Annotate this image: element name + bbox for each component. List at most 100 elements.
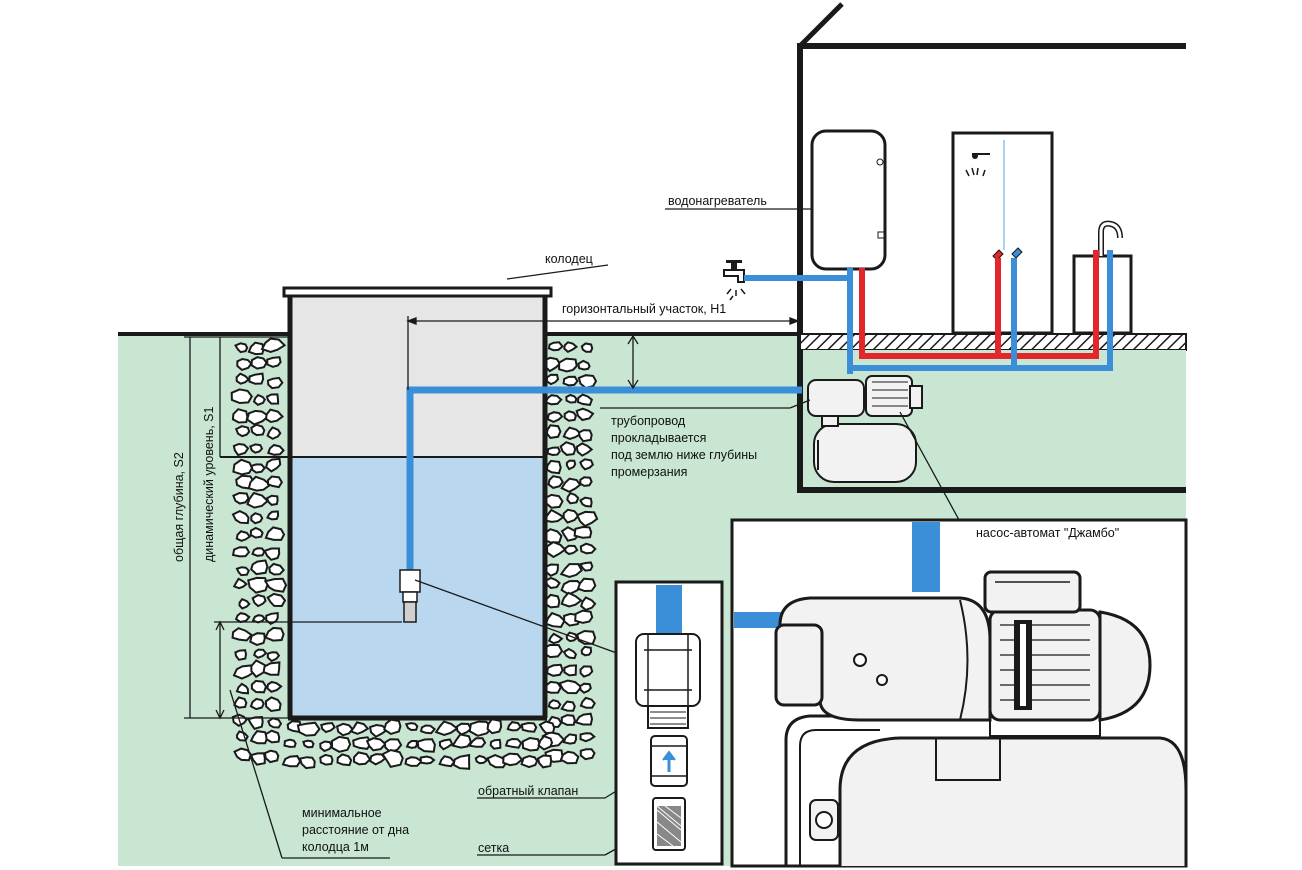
gravel-stone	[537, 735, 554, 751]
gravel-stone	[560, 579, 585, 596]
pipeline-label-line2: прокладывается	[611, 431, 706, 445]
valve-inset	[614, 580, 724, 866]
gravel-stone	[520, 721, 538, 733]
gravel-stone	[260, 337, 287, 353]
gravel-stone	[232, 442, 250, 457]
gravel-stone	[369, 753, 387, 766]
pump-inset	[730, 518, 1188, 868]
water-heater	[810, 129, 887, 271]
gravel-stone	[419, 724, 437, 735]
gravel-stone	[381, 748, 404, 769]
intake-check-valve-icon	[399, 569, 421, 623]
gravel-stone	[474, 754, 489, 765]
well-air-zone	[290, 295, 545, 457]
well-gravel	[230, 337, 599, 770]
gravel-stone	[560, 591, 583, 608]
gravel-stone	[252, 648, 268, 659]
gravel-stone	[263, 547, 281, 561]
gravel-stone	[559, 750, 580, 765]
gravel-stone	[235, 372, 251, 385]
gravel-stone	[562, 647, 578, 660]
gravel-stone	[368, 723, 389, 738]
gravel-stone	[575, 442, 594, 457]
gravel-stone	[547, 475, 565, 489]
gravel-stone	[468, 720, 494, 737]
gravel-stone	[252, 393, 267, 406]
gravel-stone	[579, 496, 593, 508]
gravel-stone	[536, 754, 553, 769]
gravel-stone	[404, 756, 424, 767]
gravel-stone	[265, 393, 280, 405]
gravel-stone	[267, 475, 284, 489]
gravel-stone	[249, 443, 264, 454]
gravel-stone	[266, 426, 282, 440]
shower-head-icon	[972, 153, 978, 159]
gravel-stone	[249, 730, 269, 745]
check-valve-label: обратный клапан	[478, 784, 578, 798]
gravel-stone	[486, 754, 509, 769]
gravel-stone	[502, 752, 524, 767]
gravel-stone	[235, 530, 252, 542]
gravel-stone	[521, 736, 541, 752]
gravel-stone	[238, 597, 251, 610]
gravel-stone	[296, 721, 321, 737]
gravel-stone	[544, 394, 563, 406]
gravel-stone	[576, 577, 597, 593]
gravel-stone	[251, 594, 267, 608]
gravel-stone	[486, 718, 503, 735]
gravel-stone	[559, 441, 577, 456]
gravel-stone	[451, 733, 472, 749]
gravel-stone	[264, 626, 285, 642]
outdoor-tap-icon	[723, 260, 746, 301]
gravel-stone	[558, 679, 583, 695]
gravel-stone	[467, 737, 487, 748]
gravel-stone	[266, 356, 282, 368]
gravel-stone	[538, 720, 556, 735]
gravel-stone	[416, 738, 436, 753]
gravel-stone	[434, 720, 459, 736]
gravel-stone	[298, 756, 316, 770]
gravel-stone	[268, 562, 286, 576]
gravel-stone	[263, 749, 280, 764]
gravel-stone	[248, 372, 265, 385]
gravel-stone	[546, 446, 561, 457]
water-heater-label: водонагреватель	[668, 194, 767, 208]
gravel-stone	[262, 661, 281, 676]
pipeline-label-line4: промерзания	[611, 465, 687, 479]
gravel-stone	[575, 510, 599, 528]
gravel-stone	[562, 426, 583, 440]
gravel-stone	[232, 664, 256, 680]
gravel-stone	[250, 559, 269, 576]
gravel-stone	[264, 526, 286, 541]
gravel-stone	[562, 733, 578, 745]
gravel-stone	[578, 561, 594, 572]
gravel-stone	[562, 375, 579, 387]
dimension-lines	[184, 316, 800, 720]
gravel-stone	[266, 510, 280, 521]
shower-cold-valve-icon	[1011, 247, 1023, 259]
gravel-stone	[579, 748, 596, 761]
gravel-stone	[250, 356, 268, 370]
gravel-stone	[247, 576, 269, 594]
motor-end-cap	[1098, 610, 1152, 722]
gravel-stone	[560, 714, 576, 726]
gravel-stone	[247, 475, 272, 492]
gravel-stone	[558, 357, 578, 373]
gravel-stone	[265, 494, 279, 506]
gravel-stone	[249, 752, 266, 766]
gravel-stone	[520, 754, 539, 769]
gravel-stone	[580, 596, 597, 612]
pipe-coupling-icon	[635, 633, 701, 707]
total-depth-label: общая глубина, S2	[172, 452, 186, 562]
pipeline-label-line3: под землю ниже глубины	[611, 448, 757, 462]
gravel-stone	[231, 546, 251, 558]
gravel-stone	[264, 408, 284, 424]
gravel-stone	[234, 342, 249, 354]
gravel-stone	[383, 738, 403, 753]
gravel-stone	[404, 722, 419, 732]
pump-motor	[988, 608, 1102, 722]
gravel-stone	[266, 651, 281, 663]
gravel-stone	[246, 491, 270, 509]
terminal-box	[983, 570, 1082, 614]
gravel-stone	[577, 374, 598, 389]
